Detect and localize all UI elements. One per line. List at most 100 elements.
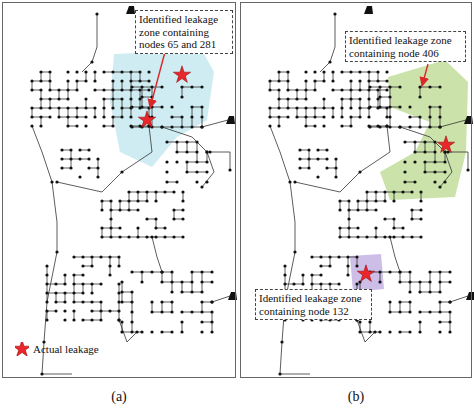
junction-node (322, 124, 325, 127)
junction-node (48, 79, 51, 82)
junction-node (195, 170, 198, 173)
pipe (335, 14, 336, 47)
junction-node (120, 115, 123, 118)
junction-node (392, 217, 395, 220)
junction-node (181, 217, 184, 220)
junction-node (185, 140, 188, 143)
junction-node (120, 300, 123, 303)
junction-node (410, 235, 413, 238)
junction-node (78, 157, 81, 160)
junction-node (328, 282, 331, 285)
junction-node (127, 208, 130, 211)
junction-node (140, 330, 143, 333)
junction-node (438, 320, 441, 323)
junction-node (367, 97, 370, 100)
junction-node (150, 85, 153, 88)
junction-node (150, 300, 153, 303)
junction-node (117, 255, 120, 258)
junction-node (140, 270, 143, 273)
junction-node (319, 264, 322, 267)
junction-node (438, 105, 441, 108)
junction-node (307, 166, 310, 169)
junction-node (438, 290, 441, 293)
pipe (212, 296, 230, 302)
junction-node (310, 273, 313, 276)
junction-node (325, 157, 328, 160)
leakage-star (173, 66, 190, 83)
junction-node (160, 310, 163, 313)
junction-node (172, 190, 175, 193)
junction-node (130, 300, 133, 303)
junction-node (367, 115, 370, 118)
junction-node (388, 270, 391, 273)
junction-node (130, 290, 133, 293)
junction-node (322, 106, 325, 109)
junction-node (286, 97, 289, 100)
junction-node (307, 148, 310, 151)
junction-node (147, 88, 150, 91)
junction-node (66, 124, 69, 127)
junction-node (102, 106, 105, 109)
junction-node (280, 340, 283, 343)
junction-node (438, 125, 441, 128)
junction-node (403, 170, 406, 173)
junction-node (413, 160, 416, 163)
junction-node (200, 280, 203, 283)
junction-node (210, 270, 213, 273)
junction-node (205, 150, 208, 153)
junction-node (398, 85, 401, 88)
junction-node (410, 208, 413, 211)
junction-node (340, 106, 343, 109)
junction-node (181, 235, 184, 238)
junction-node (120, 106, 123, 109)
junction-node (428, 85, 431, 88)
junction-node (190, 85, 193, 88)
junction-node (163, 190, 166, 193)
junction-node (93, 79, 96, 82)
pipe (357, 320, 365, 342)
junction-node (349, 70, 352, 73)
junction-node (181, 208, 184, 211)
junction-node (331, 106, 334, 109)
junction-node (200, 320, 203, 323)
junction-node (448, 330, 451, 333)
junction-node (84, 124, 87, 127)
junction-node (378, 330, 381, 333)
junction-node (383, 199, 386, 202)
junction-node (388, 85, 391, 88)
junction-node (102, 70, 105, 73)
junction-node (340, 124, 343, 127)
junction-node (413, 150, 416, 153)
pipe (320, 62, 330, 72)
junction-node (438, 125, 441, 128)
junction-node (433, 160, 436, 163)
junction-node (286, 106, 289, 109)
legend-entry: Actual leakage (15, 342, 99, 356)
junction-node (388, 105, 391, 108)
junction-node (170, 300, 173, 303)
junction-node (403, 160, 406, 163)
pipe (202, 172, 214, 187)
junction-node (316, 148, 319, 151)
junction-node (66, 70, 69, 73)
junction-node (175, 150, 178, 153)
junction-node (374, 199, 377, 202)
junction-node (195, 160, 198, 163)
junction-node (136, 235, 139, 238)
junction-node (190, 125, 193, 128)
pipe (42, 374, 72, 375)
junction-node (181, 199, 184, 202)
pipe (92, 47, 97, 62)
junction-node (200, 290, 203, 293)
callout-text: Identified leakage zone containing nodes… (139, 13, 229, 51)
junction-node (63, 282, 66, 285)
pipe (57, 222, 58, 252)
junction-node (358, 106, 361, 109)
junction-node (45, 291, 48, 294)
junction-node (295, 106, 298, 109)
junction-node (120, 79, 123, 82)
junction-node (120, 97, 123, 100)
junction-node (75, 88, 78, 91)
junction-node (118, 226, 121, 229)
junction-node (283, 264, 286, 267)
